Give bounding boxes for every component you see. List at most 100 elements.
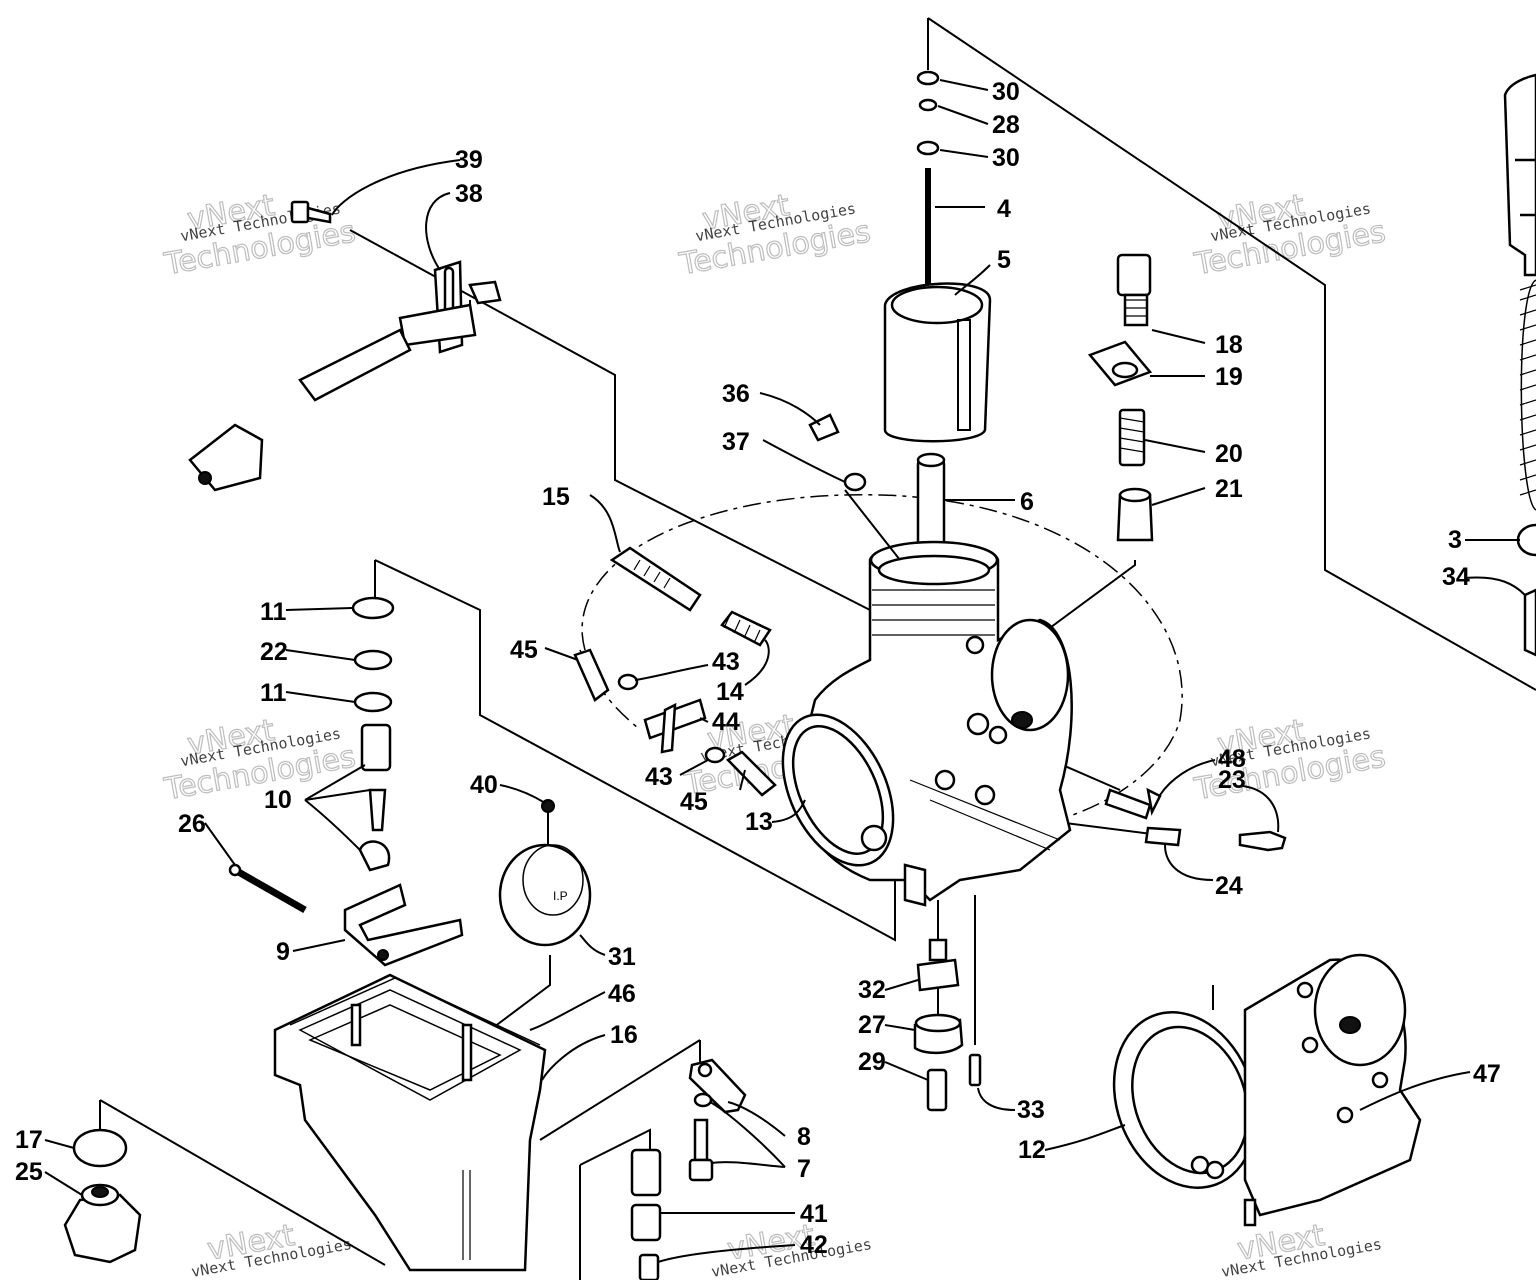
o-ring-17 <box>72 1128 128 1168</box>
callout-8: 8 <box>797 1123 811 1151</box>
gasket-19 <box>1087 340 1153 387</box>
callout-46: 46 <box>608 980 636 1008</box>
callout-45-bottom: 45 <box>680 788 708 816</box>
spring-14 <box>720 610 772 647</box>
watermark-bottom-right: vNext vNext Technologies <box>1220 1217 1383 1280</box>
screw-7-bottom <box>688 1118 714 1182</box>
callout-10: 10 <box>264 786 292 814</box>
washer-37 <box>843 472 867 492</box>
leader-lines <box>44 79 1526 1263</box>
float-31: I.P <box>498 843 592 947</box>
callout-39: 39 <box>455 146 483 174</box>
washer-30-bottom <box>916 140 940 156</box>
callout-7: 7 <box>797 1155 811 1183</box>
callout-44: 44 <box>712 708 740 736</box>
hose-45 <box>573 648 610 702</box>
watermark-top-right: vNext vNext Technologies Technologies <box>1191 187 1389 283</box>
callout-21: 21 <box>1215 475 1243 503</box>
callout-43-top: 43 <box>712 648 740 676</box>
pilot-jet-29 <box>926 1068 948 1112</box>
alternate-body-12-47 <box>1112 953 1422 1227</box>
pilot-screw-18 <box>1116 253 1152 327</box>
callout-25: 25 <box>15 1158 43 1186</box>
callout-30-top: 30 <box>992 78 1020 106</box>
watermark-middle-right: vNext vNext Technologies Technologies <box>1191 712 1389 808</box>
callout-48: 48 <box>1218 745 1246 773</box>
washer-11-top <box>351 596 395 620</box>
callout-14: 14 <box>716 678 744 706</box>
washer-30-top <box>916 70 940 86</box>
watermark-bottom-left: vNext vNext Technologies <box>190 1217 353 1280</box>
needle-jet-27 <box>913 1013 964 1055</box>
callout-24: 24 <box>1215 872 1243 900</box>
float-pin-26 <box>228 863 307 914</box>
callout-40: 40 <box>470 771 498 799</box>
throttle-valve-5 <box>883 282 992 443</box>
callout-45-top: 45 <box>510 636 538 664</box>
watermark-top-center: vNext vNext Technologies Technologies <box>676 187 874 283</box>
callout-23: 23 <box>1218 766 1246 794</box>
callout-16: 16 <box>610 1021 638 1049</box>
callout-28: 28 <box>992 111 1020 139</box>
fitting-44 <box>643 698 707 754</box>
callout-15: 15 <box>542 483 570 511</box>
throttle-cable-bracket <box>188 260 502 492</box>
gasket-46 <box>289 977 541 1046</box>
callout-30-bottom: 30 <box>992 144 1020 172</box>
washer-22 <box>353 649 393 671</box>
callout-27: 27 <box>858 1011 886 1039</box>
sleeve-41 <box>630 1148 662 1242</box>
callout-42: 42 <box>800 1231 828 1259</box>
callout-41: 41 <box>800 1200 828 1228</box>
pilot-jet-33 <box>968 1053 982 1087</box>
clamp-43-top <box>617 673 639 691</box>
callout-11-top: 11 <box>260 598 287 626</box>
callout-31: 31 <box>608 943 636 971</box>
callout-3: 3 <box>1448 526 1462 554</box>
callout-26: 26 <box>178 810 206 838</box>
callout-5: 5 <box>997 246 1011 274</box>
float-bowl-16 <box>273 973 547 1272</box>
callout-4: 4 <box>997 195 1011 223</box>
watermark-top-left: vNext vNext Technologies Technologies <box>161 187 359 283</box>
pin-42 <box>638 1253 660 1280</box>
clamp-43-bottom <box>704 746 726 764</box>
callout-29: 29 <box>858 1048 886 1076</box>
callout-12: 12 <box>1018 1136 1046 1164</box>
screw-36 <box>808 413 840 442</box>
callout-43-bottom: 43 <box>645 763 673 791</box>
callout-37: 37 <box>722 428 750 456</box>
right-edge-parts-3-34 <box>1503 73 1536 657</box>
float-arm-9 <box>343 883 464 967</box>
callout-33: 33 <box>1017 1096 1045 1124</box>
callout-38: 38 <box>455 180 483 208</box>
callout-22: 22 <box>260 638 288 666</box>
callout-18: 18 <box>1215 331 1243 359</box>
watermark-middle-left: vNext vNext Technologies Technologies <box>161 712 359 808</box>
clip-28 <box>918 98 938 112</box>
callout-20: 20 <box>1215 440 1243 468</box>
bracket-8 <box>688 1058 747 1114</box>
callout-32: 32 <box>858 976 886 1004</box>
callout-13: 13 <box>745 808 773 836</box>
callout-34: 34 <box>1442 563 1470 591</box>
callout-19: 19 <box>1215 363 1243 391</box>
fitting-48 <box>1104 787 1162 820</box>
callout-6: 6 <box>1020 488 1034 516</box>
adjuster-screw-15 <box>609 546 702 612</box>
carburetor-body <box>781 540 1073 907</box>
plunger-21 <box>1116 487 1154 542</box>
drain-plug-25 <box>63 1183 142 1264</box>
svg-text:I.P: I.P <box>553 889 568 903</box>
assembly-guide-lines <box>99 17 1536 1280</box>
main-jet-32 <box>916 938 960 992</box>
hose-45-lower <box>725 750 777 797</box>
spring-24 <box>1144 826 1182 847</box>
callout-11-bottom: 11 <box>260 679 287 707</box>
callout-17: 17 <box>15 1126 43 1154</box>
needle-valve-seat-10 <box>358 723 392 872</box>
watermark-bottom-center: vNext vNext Technologies <box>710 1217 873 1280</box>
callout-47: 47 <box>1473 1060 1501 1088</box>
spring-20 <box>1118 408 1146 467</box>
